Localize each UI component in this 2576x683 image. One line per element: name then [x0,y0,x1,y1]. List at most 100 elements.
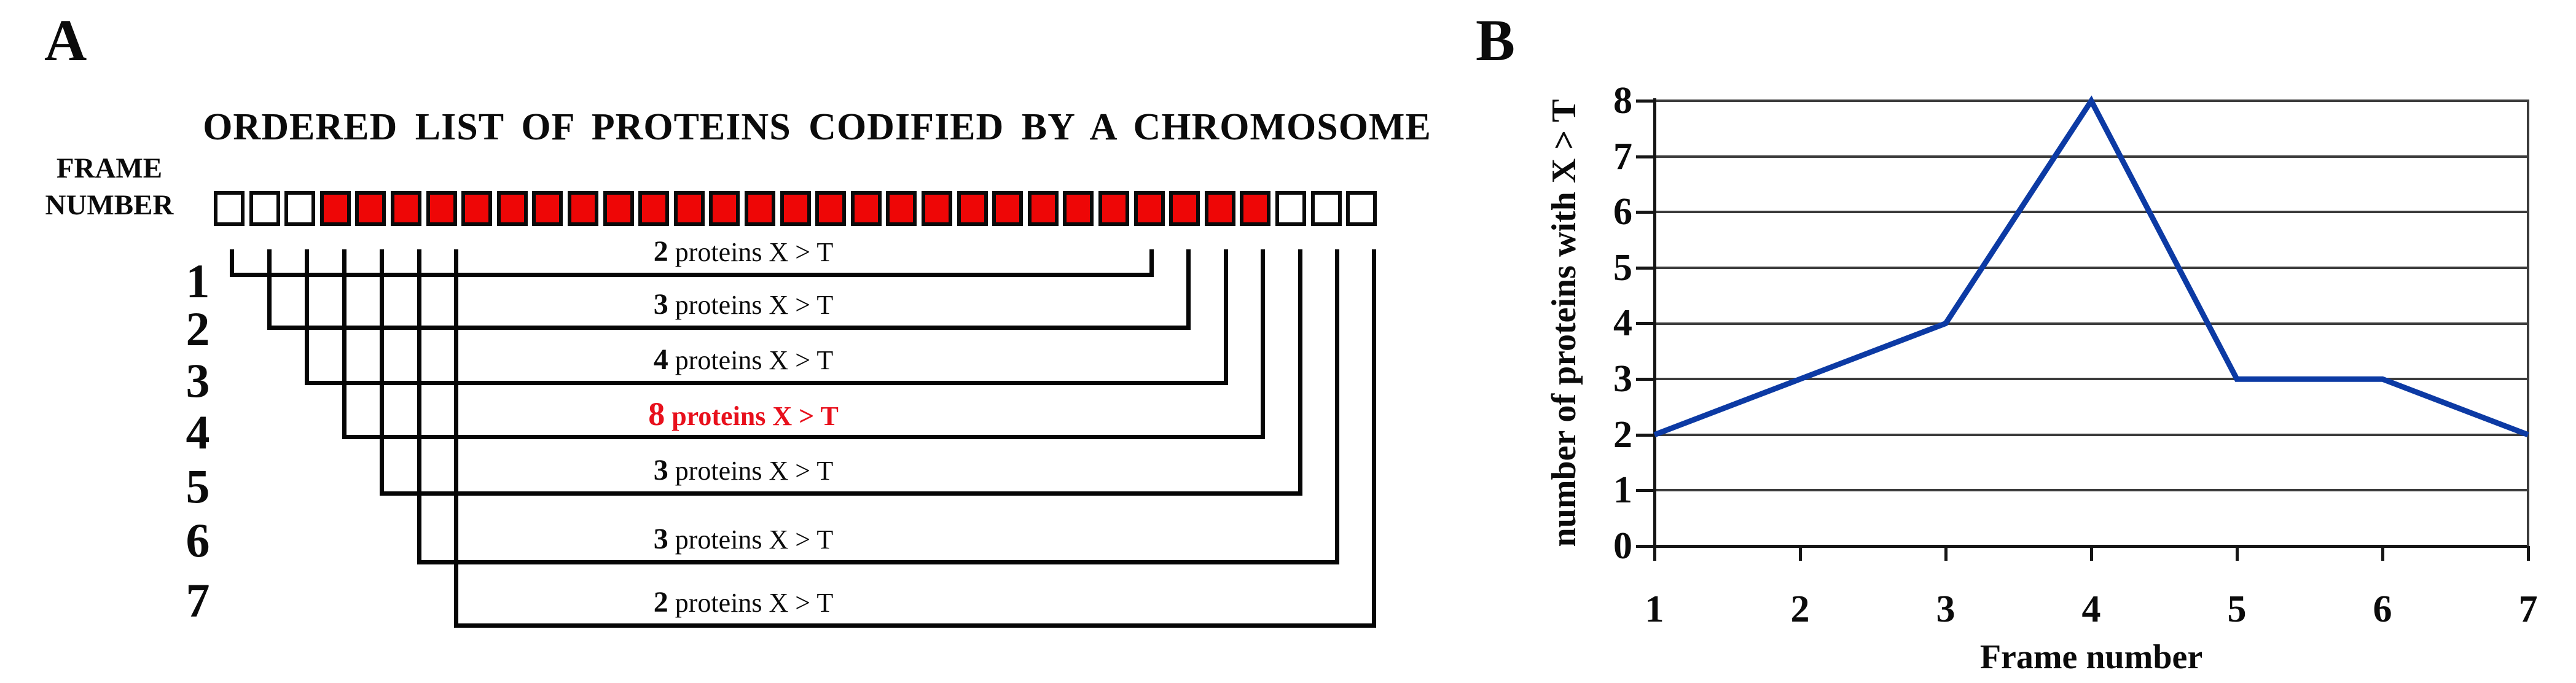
x-tick [2236,546,2239,561]
x-tick-label: 5 [2227,588,2247,630]
frame-bracket-line [230,273,1154,277]
y-gridline [1654,489,2529,492]
y-tick-label: 3 [1613,358,1632,400]
y-tick-label: 8 [1613,80,1632,122]
frame-number-label: 7 [186,574,210,627]
protein-square-coding [532,191,563,226]
y-tick-label: 2 [1613,413,1632,456]
protein-square-noncoding [1275,191,1306,226]
y-gridline [1654,267,2529,269]
protein-square-coding [391,191,421,226]
frame-number-heading: FRAME NUMBER [29,150,189,224]
frame-bracket-left-tick [454,249,458,628]
protein-square-noncoding [214,191,245,226]
frame-bracket-left-tick [267,249,272,330]
frame-bracket-right-tick [1186,249,1191,330]
y-gridline [1654,378,2529,381]
protein-count-value: 8 [648,396,665,432]
protein-square-noncoding [249,191,280,226]
y-tick [1636,378,1654,381]
protein-square-coding [850,191,882,226]
plot-right-border [2527,100,2529,547]
y-gridline [1654,433,2529,436]
protein-square-coding [780,191,811,226]
protein-square-noncoding [1310,191,1342,226]
frame-bracket-right-tick [1298,249,1302,496]
protein-square-coding [638,191,670,226]
protein-square-coding [673,191,705,226]
y-tick [1636,211,1654,214]
frame-number-label: 1 [186,254,210,308]
y-tick-label: 7 [1613,135,1632,178]
x-tick [1799,546,1802,561]
frame-bracket-left-tick [380,249,384,496]
panel-a-title: ORDERED LIST OF PROTEINS CODIFIED BY A C… [203,106,1431,148]
panel-b-label: B [1476,7,1516,73]
x-tick [2527,546,2530,561]
protein-square-coding [709,191,740,226]
y-axis-title: number of proteins with X > T [1545,99,1583,547]
frame-protein-count-label: 4 proteins X > T [653,343,834,376]
protein-square-coding [922,191,952,226]
protein-count-value: 4 [653,343,668,376]
protein-square-noncoding [1346,191,1377,226]
x-axis-title: Frame number [1979,638,2203,676]
x-tick-label: 3 [1936,588,1955,630]
protein-square-coding [957,191,988,226]
frame-bracket-right-tick [1261,249,1265,439]
frame-protein-count-label: 2 proteins X > T [653,235,834,268]
protein-count-value: 3 [653,523,668,555]
x-tick-label: 1 [1645,588,1664,630]
frame-heading-line1: FRAME [56,152,163,184]
protein-square-coding [1098,191,1129,226]
panel-a-label: A [44,7,87,73]
protein-square-noncoding [284,191,316,226]
frame-bracket-line [305,381,1228,385]
frame-bracket-right-tick [1335,249,1339,564]
frame-bracket-left-tick [342,249,346,439]
x-tick-label: 2 [1790,588,1810,630]
frame-protein-count-label: 2 proteins X > T [653,586,834,619]
frame-protein-count-label: 3 proteins X > T [653,288,834,321]
y-tick-label: 4 [1613,302,1632,345]
y-gridline [1654,155,2529,158]
y-tick-label: 6 [1613,191,1632,233]
y-tick [1636,489,1654,493]
y-tick-label: 5 [1613,246,1632,289]
y-tick [1636,155,1654,158]
y-gridline [1654,100,2529,103]
frame-protein-count-label: 8 proteins X > T [648,396,839,432]
protein-square-coding [319,191,351,226]
x-tick-label: 7 [2518,588,2538,630]
protein-square-coding [1063,191,1094,226]
frame-bracket-left-tick [417,249,421,564]
protein-square-coding [815,191,847,226]
protein-square-coding [496,191,528,226]
x-tick [1944,546,1948,561]
frame-bracket-right-tick [1372,249,1376,628]
x-tick [1653,546,1656,561]
protein-count-value: 2 [653,586,668,619]
frame-bracket-left-tick [230,249,234,277]
protein-count-value: 3 [653,288,668,321]
protein-square-coding [603,191,634,226]
x-tick [2381,546,2384,561]
frame-bracket-line [380,491,1302,496]
protein-square-coding [1027,191,1059,226]
x-tick-label: 4 [2081,588,2101,630]
protein-square-coding [426,191,457,226]
frame-protein-count-label: 3 proteins X > T [653,454,834,486]
y-tick [1636,266,1654,270]
x-tick-label: 6 [2373,588,2392,630]
protein-square-coding [461,191,493,226]
frame-bracket-line [417,560,1339,564]
protein-square-coding [745,191,775,226]
protein-square-coding [1204,191,1235,226]
frame-number-label: 2 [186,302,210,356]
y-tick [1636,433,1654,437]
frame-heading-line2: NUMBER [45,189,174,221]
protein-square-coding [992,191,1024,226]
y-tick [1636,322,1654,326]
y-gridline [1654,322,2529,325]
